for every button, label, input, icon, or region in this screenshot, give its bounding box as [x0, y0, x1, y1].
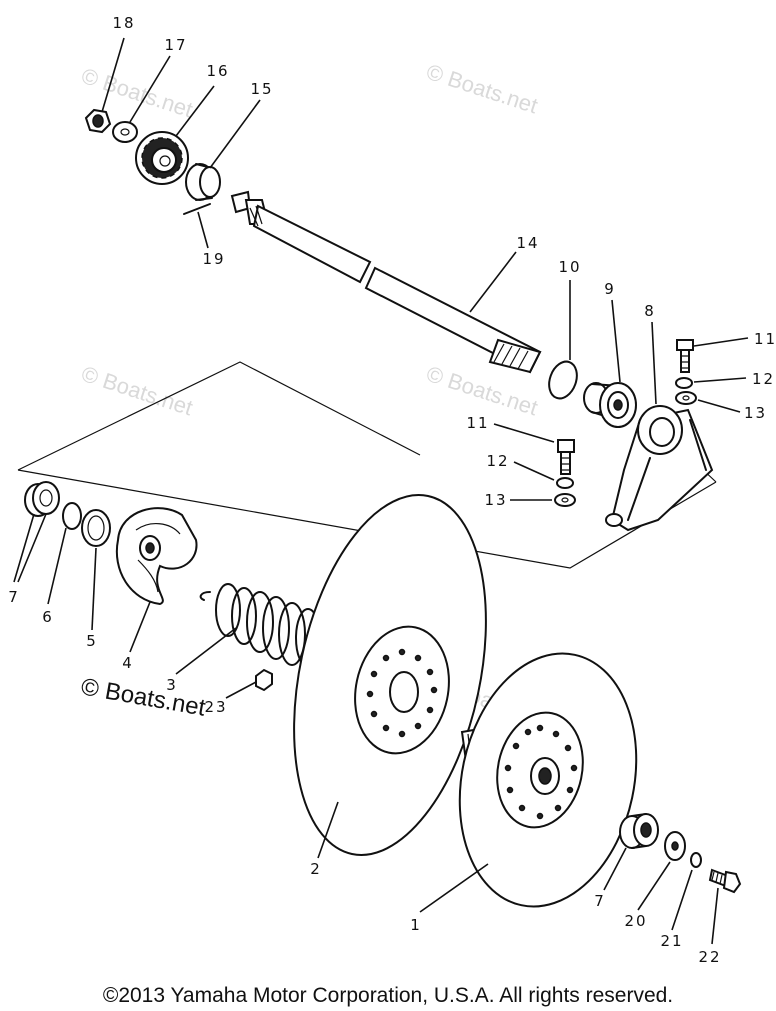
- washer-part-17: [112, 121, 138, 143]
- watermark: © Boats.net: [423, 59, 540, 118]
- callout-19: 19: [202, 250, 225, 268]
- washer-part-20: [664, 831, 686, 861]
- callout-5: 5: [86, 632, 98, 650]
- lock-washer-part-12-left: [556, 477, 574, 489]
- callout-13-left: 13: [484, 491, 507, 509]
- bracket-part-8: [605, 405, 714, 532]
- sprocket-part-16: [135, 131, 189, 185]
- spider-part-4: [115, 507, 198, 606]
- callout-9: 9: [604, 280, 616, 298]
- callout-11-right: 11: [754, 330, 776, 348]
- callout-8: 8: [644, 302, 656, 320]
- callout-12-left: 12: [486, 452, 509, 470]
- callout-12-right: 12: [752, 370, 775, 388]
- callout-10: 10: [558, 258, 581, 276]
- callout-11-left: 11: [466, 414, 489, 432]
- copyright-notice: ©2013 Yamaha Motor Corporation, U.S.A. A…: [102, 984, 674, 1007]
- callout-23: 23: [204, 698, 227, 716]
- shaft-part-14: [230, 190, 542, 374]
- bolt-part-11-left: [557, 439, 575, 475]
- washer-part-5: [81, 509, 111, 547]
- bushing-part-7-right: [619, 813, 659, 849]
- watermark-dark: © Boats.net: [79, 673, 208, 721]
- callout-13-right: 13: [744, 404, 767, 422]
- callout-7-right: 7: [594, 892, 606, 910]
- snap-ring-part-10: [548, 360, 578, 400]
- sheave-part-1: [458, 652, 638, 908]
- ring-part-6: [62, 502, 82, 530]
- bolt-part-22: [708, 868, 742, 894]
- leader-lines: [13, 37, 749, 945]
- sheave-part-2: [293, 494, 487, 856]
- nut-part-18: [84, 108, 112, 134]
- callout-17: 17: [164, 36, 187, 54]
- nut-part-23: [255, 668, 273, 692]
- callout-6: 6: [42, 608, 54, 626]
- washer-part-13-left: [554, 493, 576, 507]
- callout-18: 18: [112, 14, 135, 32]
- callout-20: 20: [624, 912, 647, 930]
- callout-4: 4: [122, 654, 134, 672]
- callout-15: 15: [250, 80, 273, 98]
- callout-14: 14: [516, 234, 539, 252]
- callout-22: 22: [698, 948, 721, 966]
- pin-part-19: [183, 203, 211, 215]
- bolt-part-11-right: [676, 339, 694, 373]
- lock-washer-part-12-right: [675, 377, 693, 389]
- bushing-part-7-left: [24, 481, 60, 517]
- callout-3: 3: [166, 676, 178, 694]
- collar-part-15: [185, 163, 221, 201]
- callout-7-left: 7: [8, 588, 20, 606]
- callout-16: 16: [206, 62, 229, 80]
- callout-21: 21: [660, 932, 683, 950]
- washer-part-13-right: [675, 391, 697, 405]
- callout-1: 1: [410, 916, 422, 934]
- callout-2: 2: [310, 860, 322, 878]
- lock-washer-part-21: [690, 852, 702, 868]
- bearing-part-9: [583, 382, 637, 428]
